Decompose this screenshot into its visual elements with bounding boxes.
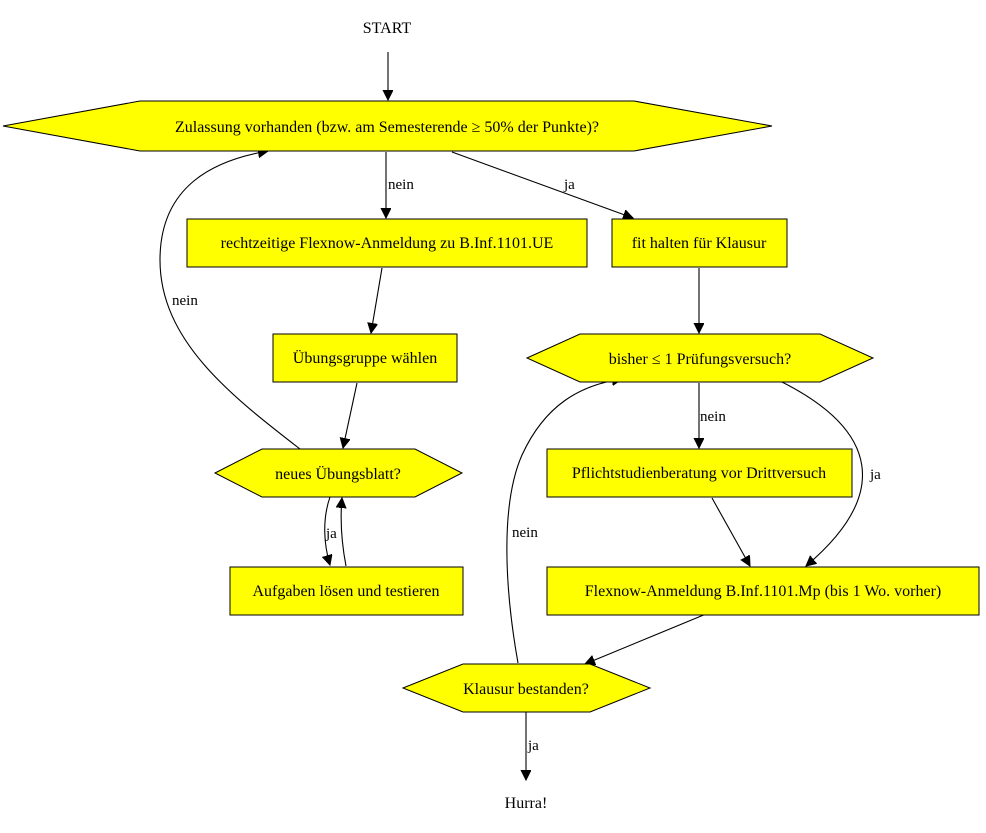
label-versuch-ja: ja [869, 467, 881, 483]
edge-blatt-nein [159, 151, 301, 450]
edge-flexnow-ue-to-uebungsgruppe [371, 267, 383, 333]
process-flexnow-ue: rechtzeitige Flexnow-Anmeldung zu B.Inf.… [186, 218, 588, 268]
process-flexnow-ue-label: rechtzeitige Flexnow-Anmeldung zu B.Inf.… [221, 235, 554, 252]
process-uebungsgruppe-label: Übungsgruppe wählen [293, 349, 437, 367]
label-blatt-nein: nein [172, 293, 198, 309]
process-aufgaben-label: Aufgaben lösen und testieren [252, 583, 439, 600]
label-zulassung-nein: nein [388, 177, 414, 193]
process-fit-halten-label: fit halten für Klausur [632, 235, 767, 252]
decision-klausur: Klausur bestanden? [401, 663, 652, 713]
edge-pflicht-to-flexnow-mp [711, 497, 750, 566]
decision-pruefungsversuch: bisher ≤ 1 Prüfungsversuch? [525, 333, 875, 383]
label-klausur-ja: ja [527, 738, 539, 754]
process-flexnow-mp-label: Flexnow-Anmeldung B.Inf.1101.Mp (bis 1 W… [585, 583, 941, 600]
start-terminal: START [363, 20, 412, 37]
label-blatt-ja: ja [325, 526, 337, 542]
end-terminal: Hurra! [505, 795, 548, 812]
decision-pruefungsversuch-label: bisher ≤ 1 Prüfungsversuch? [609, 351, 792, 368]
label-versuch-nein: nein [700, 409, 726, 425]
decision-zulassung-label: Zulassung vorhanden (bzw. am Semesterend… [175, 119, 599, 136]
decision-zulassung: Zulassung vorhanden (bzw. am Semesterend… [2, 100, 773, 152]
process-pflichtberatung: Pflichtstudienberatung vor Drittversuch [546, 448, 853, 498]
edge-uebungsgruppe-to-blatt [343, 382, 358, 448]
process-uebungsgruppe: Übungsgruppe wählen [272, 333, 458, 383]
edge-blatt-ja [325, 496, 330, 565]
process-aufgaben: Aufgaben lösen und testieren [229, 566, 464, 616]
edge-flexnow-mp-to-klausur [585, 613, 707, 664]
decision-neues-blatt: neues Übungsblatt? [213, 448, 464, 498]
edge-versuch-ja [777, 379, 864, 566]
edge-aufgaben-to-blatt [341, 498, 346, 567]
decision-klausur-label: Klausur bestanden? [463, 681, 589, 698]
decision-neues-blatt-label: neues Übungsblatt? [275, 465, 401, 483]
edge-klausur-nein [506, 379, 622, 664]
process-pflichtberatung-label: Pflichtstudienberatung vor Drittversuch [572, 465, 826, 482]
edge-zulassung-ja [451, 151, 633, 218]
label-zulassung-ja: ja [563, 177, 575, 193]
process-flexnow-mp: Flexnow-Anmeldung B.Inf.1101.Mp (bis 1 W… [546, 566, 980, 616]
process-fit-halten: fit halten für Klausur [611, 218, 788, 268]
label-klausur-nein: nein [512, 525, 538, 541]
